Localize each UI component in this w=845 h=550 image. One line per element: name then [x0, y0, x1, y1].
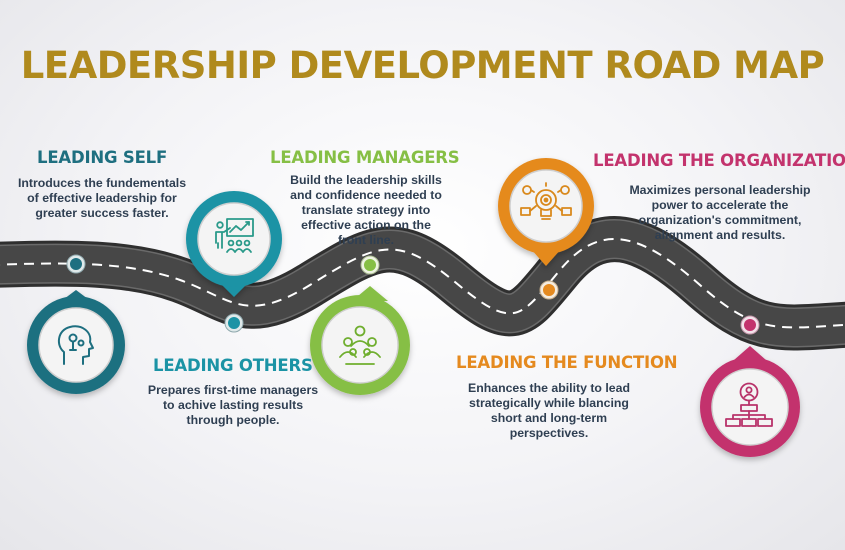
- description-leading-self: Introduces the fundementals of effective…: [17, 176, 187, 220]
- org-chart-icon: [725, 382, 773, 427]
- team-group-icon: [339, 325, 381, 365]
- presentation-board-icon: [215, 218, 254, 253]
- pin-self: [27, 290, 125, 394]
- pin-function: [498, 158, 594, 266]
- marker-organization: [740, 315, 760, 335]
- marker-others: [224, 313, 244, 333]
- strategy-bulb-icon: [520, 182, 572, 220]
- road-center-line: [0, 238, 845, 329]
- marker-managers: [360, 255, 380, 275]
- page-title: LEADERSHIP DEVELOPMENT ROAD MAP: [20, 44, 825, 87]
- pin-others: [186, 191, 282, 297]
- pin-organization: [700, 346, 800, 457]
- description-leading-the-organization: Maximizes personal leadership power to a…: [629, 183, 811, 242]
- pin-managers: [310, 286, 410, 395]
- heading-leading-self: LEADING SELF: [37, 148, 168, 167]
- marker-self: [66, 254, 86, 274]
- heading-leading-managers: LEADING MANAGERS: [270, 148, 460, 167]
- marker-function: [539, 280, 559, 300]
- description-leading-managers: Build the leadership skills and confiden…: [290, 173, 442, 247]
- brain-head-icon: [57, 325, 94, 365]
- description-leading-others: Prepares first-time managers to achive l…: [147, 383, 319, 427]
- heading-leading-the-function: LEADING THE FUNCTION: [456, 353, 678, 372]
- description-leading-the-function: Enhances the ability to lead strategical…: [468, 381, 630, 440]
- heading-leading-the-organization: LEADING THE ORGANIZATION: [593, 151, 845, 170]
- heading-leading-others: LEADING OTHERS: [153, 356, 313, 375]
